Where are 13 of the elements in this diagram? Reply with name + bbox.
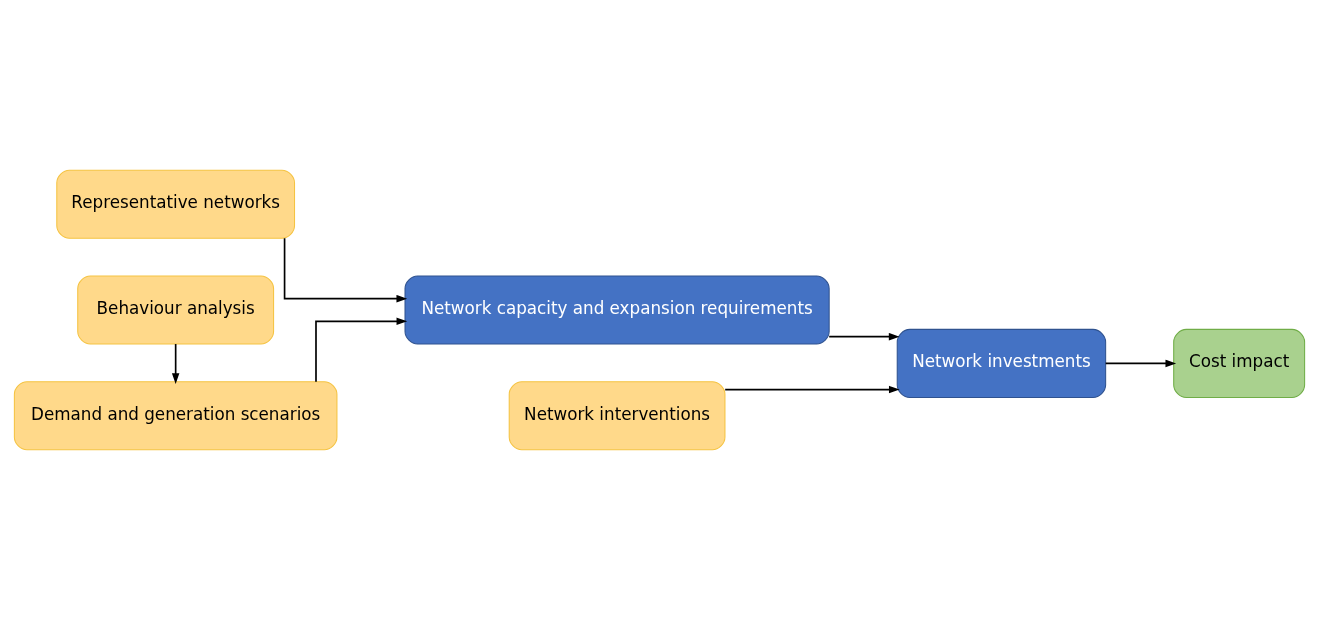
node-box: Network interventions — [508, 381, 726, 451]
node-box: Behaviour analysis — [77, 275, 275, 345]
node-box: Representative networks — [56, 169, 296, 239]
arrow — [283, 237, 408, 303]
arrow — [315, 317, 408, 383]
node-box: Network investments — [896, 328, 1107, 398]
arrow — [171, 343, 180, 384]
node-box: Network capacity and expansion requirements — [404, 275, 830, 345]
arrow — [828, 332, 900, 341]
arrow — [724, 385, 900, 394]
arrow — [1104, 359, 1177, 368]
node-box: Demand and generation scenarios — [13, 381, 338, 451]
node-box: Cost impact — [1173, 328, 1306, 398]
